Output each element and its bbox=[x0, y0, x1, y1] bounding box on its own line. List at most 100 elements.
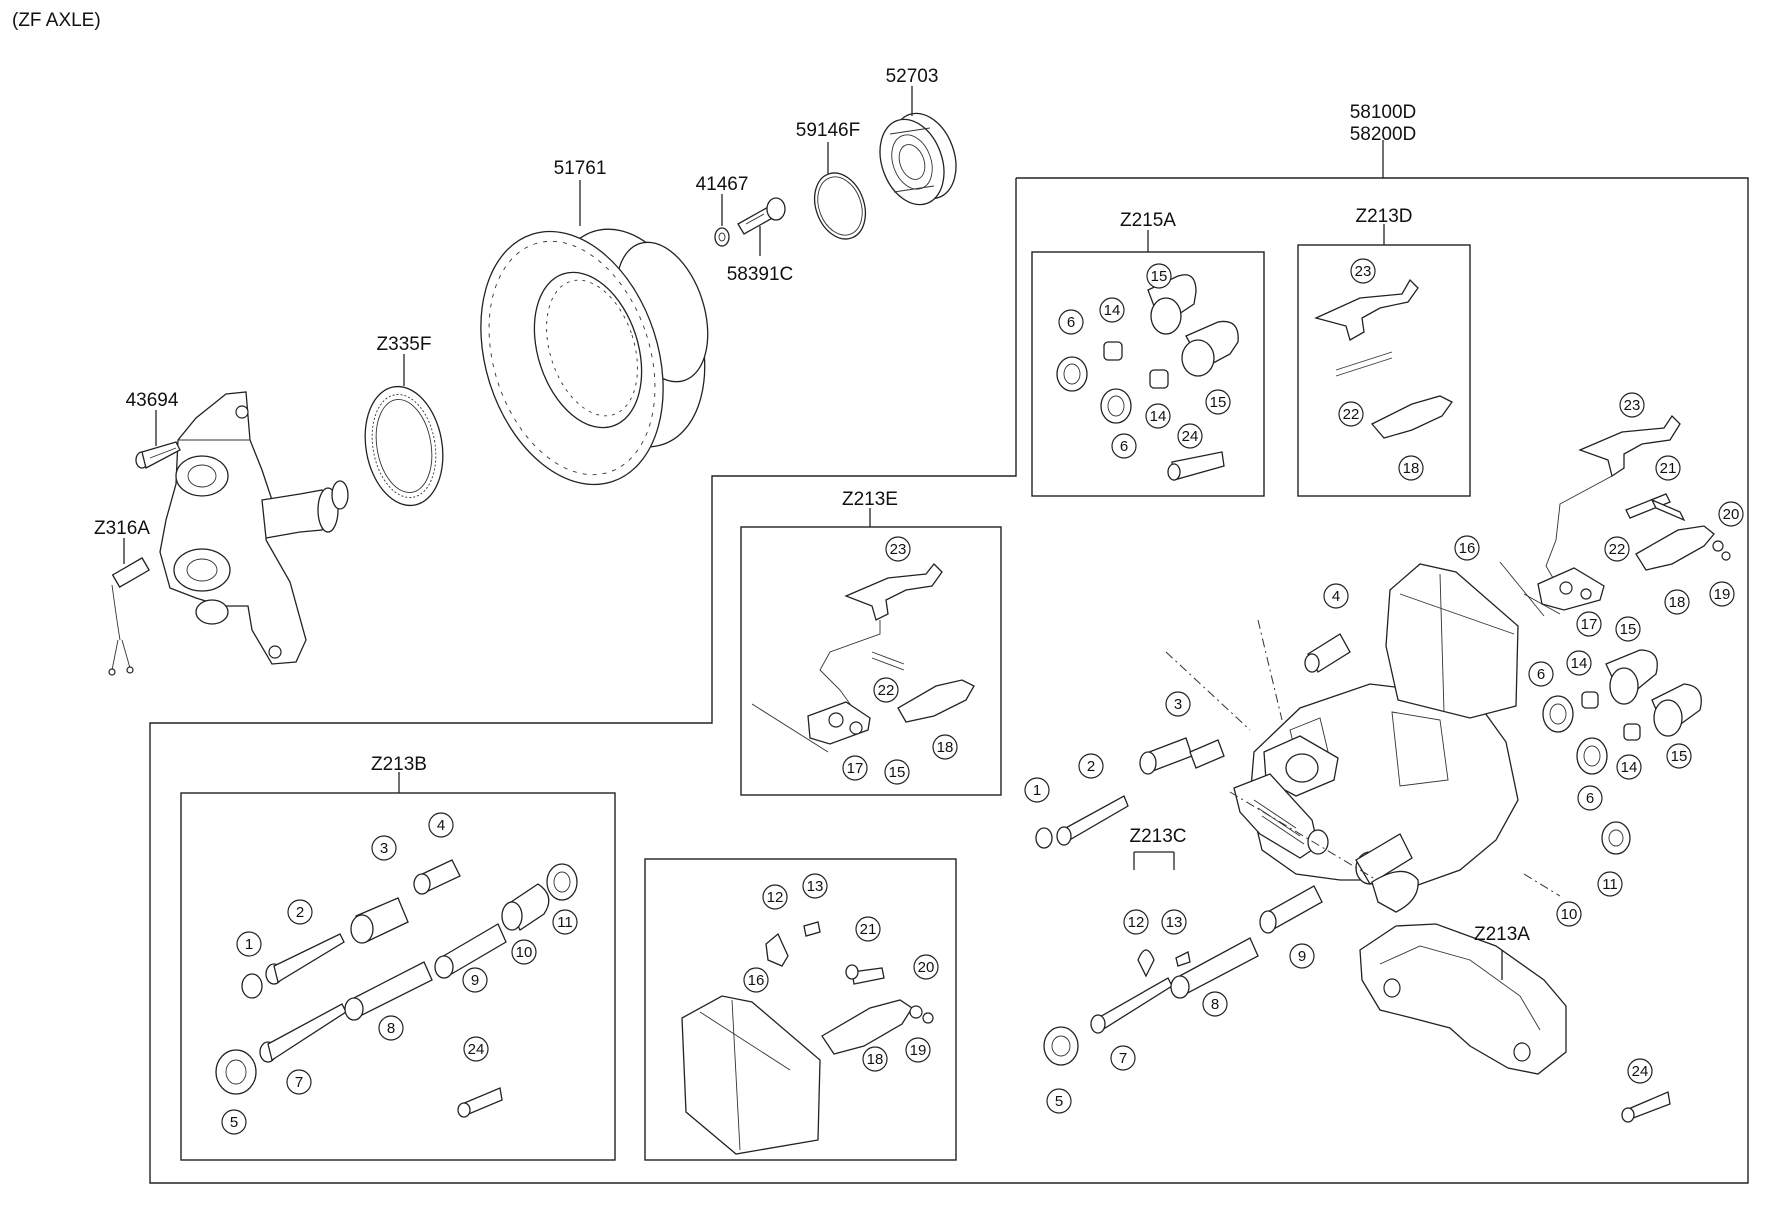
callout-circle-20[interactable] bbox=[913, 954, 939, 980]
callout-number-5[interactable]: 5 bbox=[1055, 1093, 1063, 1110]
callout-number-2[interactable]: 2 bbox=[1087, 758, 1095, 775]
callout-circle-15[interactable] bbox=[1205, 389, 1231, 415]
callout-circle-6[interactable] bbox=[1577, 785, 1603, 811]
callout-number-18[interactable]: 18 bbox=[867, 1051, 884, 1068]
callout-circle-4[interactable] bbox=[428, 812, 454, 838]
callout-number-18[interactable]: 18 bbox=[1403, 460, 1420, 477]
callout-number-13[interactable]: 13 bbox=[807, 878, 824, 895]
callout-number-15[interactable]: 15 bbox=[889, 764, 906, 781]
callout-number-12[interactable]: 12 bbox=[767, 889, 784, 906]
callout-circle-2[interactable] bbox=[1078, 753, 1104, 779]
callout-number-15[interactable]: 15 bbox=[1151, 268, 1168, 285]
callout-circle-19[interactable] bbox=[905, 1037, 931, 1063]
callout-number-14[interactable]: 14 bbox=[1571, 655, 1588, 672]
callout-circle-22[interactable] bbox=[1604, 536, 1630, 562]
callout-circle-14[interactable] bbox=[1099, 297, 1125, 323]
callout-circle-13[interactable] bbox=[802, 873, 828, 899]
callout-circle-11[interactable] bbox=[552, 909, 578, 935]
callout-number-24[interactable]: 24 bbox=[468, 1041, 485, 1058]
callout-circle-3[interactable] bbox=[371, 835, 397, 861]
callout-circle-21[interactable] bbox=[1655, 455, 1681, 481]
part-label-59146F[interactable]: 59146F bbox=[796, 120, 860, 141]
callout-circle-22[interactable] bbox=[1338, 401, 1364, 427]
callout-number-23[interactable]: 23 bbox=[890, 541, 907, 558]
kit-label-Z215A[interactable]: Z215A bbox=[1120, 210, 1176, 231]
callout-circle-15[interactable] bbox=[1146, 263, 1172, 289]
callout-number-14[interactable]: 14 bbox=[1150, 408, 1167, 425]
callout-number-18[interactable]: 18 bbox=[937, 739, 954, 756]
callout-circle-1[interactable] bbox=[1024, 777, 1050, 803]
callout-number-7[interactable]: 7 bbox=[1119, 1050, 1127, 1067]
callout-number-6[interactable]: 6 bbox=[1067, 314, 1075, 331]
callout-circle-18[interactable] bbox=[1664, 589, 1690, 615]
callout-number-21[interactable]: 21 bbox=[1660, 460, 1677, 477]
callout-number-24[interactable]: 24 bbox=[1632, 1063, 1649, 1080]
callout-number-17[interactable]: 17 bbox=[847, 760, 864, 777]
callout-number-14[interactable]: 14 bbox=[1104, 302, 1121, 319]
callout-number-8[interactable]: 8 bbox=[1211, 996, 1219, 1013]
callout-number-21[interactable]: 21 bbox=[860, 921, 877, 938]
callout-circle-23[interactable] bbox=[1619, 392, 1645, 418]
callout-circle-21[interactable] bbox=[855, 916, 881, 942]
callout-circle-20[interactable] bbox=[1718, 501, 1744, 527]
callout-circle-7[interactable] bbox=[1110, 1045, 1136, 1071]
callout-number-6[interactable]: 6 bbox=[1586, 790, 1594, 807]
callout-circle-11[interactable] bbox=[1597, 871, 1623, 897]
callout-circle-15[interactable] bbox=[1615, 616, 1641, 642]
callout-number-11[interactable]: 11 bbox=[557, 914, 573, 931]
kit-label-Z213E[interactable]: Z213E bbox=[842, 489, 898, 510]
callout-circle-23[interactable] bbox=[1350, 258, 1376, 284]
callout-circle-13[interactable] bbox=[1161, 909, 1187, 935]
part-label-41467[interactable]: 41467 bbox=[696, 174, 749, 195]
callout-number-6[interactable]: 6 bbox=[1120, 438, 1128, 455]
callout-number-5[interactable]: 5 bbox=[230, 1114, 238, 1131]
callout-circle-6[interactable] bbox=[1528, 661, 1554, 687]
callout-number-23[interactable]: 23 bbox=[1355, 263, 1372, 280]
callout-number-11[interactable]: 11 bbox=[1602, 876, 1618, 893]
callout-number-15[interactable]: 15 bbox=[1671, 748, 1688, 765]
callout-circle-18[interactable] bbox=[932, 734, 958, 760]
callout-number-22[interactable]: 22 bbox=[1343, 406, 1360, 423]
callout-number-1[interactable]: 1 bbox=[1033, 782, 1041, 799]
callout-number-3[interactable]: 3 bbox=[1174, 696, 1182, 713]
callout-circle-3[interactable] bbox=[1165, 691, 1191, 717]
part-label-58391C[interactable]: 58391C bbox=[727, 264, 794, 285]
callout-circle-14[interactable] bbox=[1616, 754, 1642, 780]
callout-circle-12[interactable] bbox=[762, 884, 788, 910]
callout-number-19[interactable]: 19 bbox=[1714, 586, 1731, 603]
callout-number-4[interactable]: 4 bbox=[1332, 588, 1340, 605]
callout-circle-14[interactable] bbox=[1566, 650, 1592, 676]
callout-circle-5[interactable] bbox=[1046, 1088, 1072, 1114]
callout-circle-23[interactable] bbox=[885, 536, 911, 562]
callout-number-16[interactable]: 16 bbox=[748, 972, 765, 989]
callout-circle-8[interactable] bbox=[1202, 991, 1228, 1017]
callout-circle-19[interactable] bbox=[1709, 581, 1735, 607]
kit-label-Z213D[interactable]: Z213D bbox=[1355, 206, 1412, 227]
part-label-52703[interactable]: 52703 bbox=[886, 66, 939, 87]
callout-number-16[interactable]: 16 bbox=[1459, 540, 1476, 557]
callout-circle-17[interactable] bbox=[1576, 611, 1602, 637]
callout-circle-15[interactable] bbox=[884, 759, 910, 785]
callout-number-23[interactable]: 23 bbox=[1624, 397, 1641, 414]
callout-circle-4[interactable] bbox=[1323, 583, 1349, 609]
callout-number-1[interactable]: 1 bbox=[245, 936, 253, 953]
callout-number-9[interactable]: 9 bbox=[471, 972, 479, 989]
callout-number-10[interactable]: 10 bbox=[1561, 906, 1578, 923]
callout-circle-9[interactable] bbox=[462, 967, 488, 993]
callout-number-24[interactable]: 24 bbox=[1182, 428, 1199, 445]
callout-number-22[interactable]: 22 bbox=[1609, 541, 1626, 558]
callout-number-7[interactable]: 7 bbox=[295, 1074, 303, 1091]
callout-circle-8[interactable] bbox=[378, 1015, 404, 1041]
callout-number-20[interactable]: 20 bbox=[918, 959, 935, 976]
callout-circle-15[interactable] bbox=[1666, 743, 1692, 769]
part-label-43694[interactable]: 43694 bbox=[126, 390, 179, 411]
callout-circle-12[interactable] bbox=[1123, 909, 1149, 935]
callout-number-14[interactable]: 14 bbox=[1621, 759, 1638, 776]
callout-number-19[interactable]: 19 bbox=[910, 1042, 927, 1059]
kit-label-Z213A[interactable]: Z213A bbox=[1474, 924, 1530, 945]
callout-circle-22[interactable] bbox=[873, 677, 899, 703]
kit-label-Z213B[interactable]: Z213B bbox=[371, 754, 427, 775]
callout-circle-24[interactable] bbox=[1177, 423, 1203, 449]
callout-circle-10[interactable] bbox=[511, 939, 537, 965]
callout-circle-2[interactable] bbox=[287, 899, 313, 925]
